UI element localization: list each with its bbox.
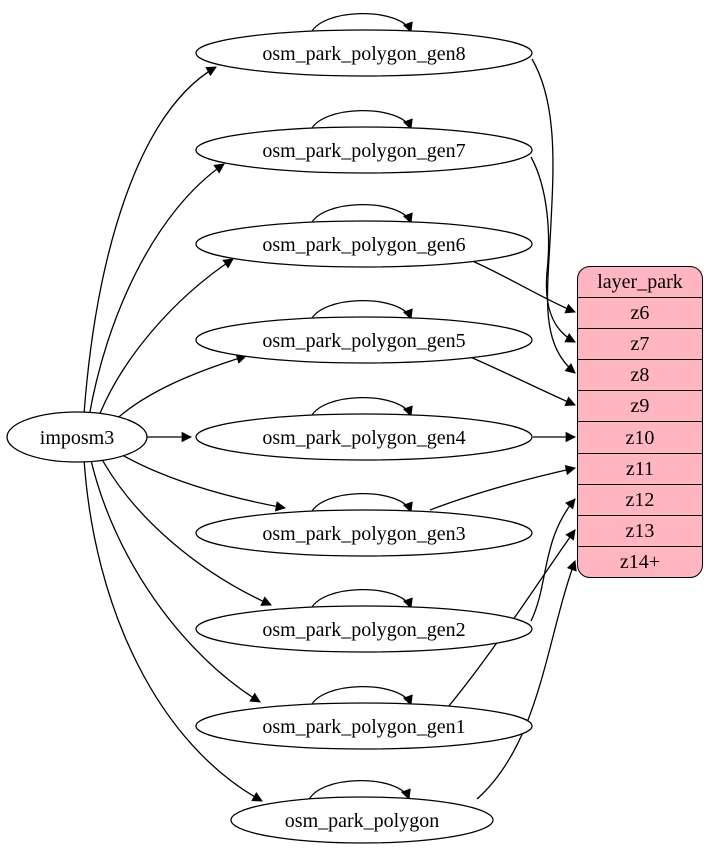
node-gen1-shape <box>195 702 533 750</box>
layer-park-row-z13: z13 <box>578 514 702 546</box>
node-gen2-label: osm_park_polygon_gen2 <box>262 619 465 641</box>
node-gen5-label: osm_park_polygon_gen5 <box>262 330 465 352</box>
self-loop-polygon <box>307 779 411 803</box>
node-imposm3-label: imposm3 <box>40 427 114 449</box>
node-polygon-label: osm_park_polygon <box>285 810 439 832</box>
self-loop-gen6 <box>309 203 413 227</box>
layer-park-table: layer_park z6 z7 z8 z9 z10 z11 z12 z13 z… <box>577 266 703 578</box>
node-gen7-shape <box>195 126 533 174</box>
layer-park-row-z14: z14+ <box>578 545 702 577</box>
node-gen4-label: osm_park_polygon_gen4 <box>262 427 465 449</box>
self-loop-gen1 <box>309 685 413 709</box>
self-loop-edges <box>307 12 413 803</box>
edge-imposm3-gen8 <box>83 66 217 415</box>
self-loop-gen3 <box>309 492 413 516</box>
edge-imposm3-polygon <box>83 458 263 802</box>
node-gen8-label: osm_park_polygon_gen8 <box>262 43 465 65</box>
node-gen3-label: osm_park_polygon_gen3 <box>262 523 465 545</box>
edge-imposm3-gen1 <box>89 455 261 703</box>
node-polygon-shape <box>230 796 494 844</box>
edge-gen6-z6 <box>469 259 576 314</box>
edges-to-layer <box>429 58 577 800</box>
node-gen5-shape <box>195 316 533 364</box>
edge-polygon-z14 <box>476 560 577 800</box>
self-loop-gen5 <box>309 299 413 323</box>
node-gen4-shape <box>195 413 533 461</box>
layer-park-row-z12: z12 <box>578 483 702 515</box>
edge-imposm3-gen2 <box>97 451 272 606</box>
node-imposm3-shape <box>6 411 148 463</box>
self-loop-gen2 <box>309 588 413 612</box>
self-loop-gen8 <box>309 12 413 36</box>
layer-park-row-z7: z7 <box>578 328 702 359</box>
layer-park-row-z6: z6 <box>578 297 702 328</box>
node-gen1-label: osm_park_polygon_gen1 <box>262 716 465 738</box>
layer-park-row-z9: z9 <box>578 390 702 421</box>
node-gen3-shape <box>195 509 533 557</box>
edges-from-source <box>83 66 287 802</box>
edge-gen7-z7 <box>530 156 576 343</box>
edge-imposm3-gen7 <box>88 163 225 418</box>
layer-park-title: layer_park <box>597 271 683 294</box>
self-loop-gen4 <box>309 396 413 420</box>
edge-imposm3-gen3 <box>108 446 287 512</box>
node-gen7-label: osm_park_polygon_gen7 <box>262 140 465 162</box>
node-gen2-shape <box>195 605 533 653</box>
edge-gen5-z9 <box>467 355 576 407</box>
layer-park-row-z11: z11 <box>578 452 702 484</box>
node-gen6-shape <box>195 220 533 268</box>
self-loop-gen7 <box>309 109 413 133</box>
layer-park-row-z10: z10 <box>578 421 702 452</box>
layer-park-row-z8: z8 <box>578 359 702 390</box>
edge-gen3-z11 <box>429 464 577 511</box>
edge-imposm3-gen6 <box>96 258 234 422</box>
node-gen8-shape <box>195 29 533 77</box>
edge-gen2-z12 <box>530 498 576 622</box>
edge-gen1-z13 <box>447 529 576 708</box>
node-gen6-label: osm_park_polygon_gen6 <box>262 234 465 256</box>
nodes: imposm3 osm_park_polygon_gen8 osm_park_p… <box>6 29 533 844</box>
edge-imposm3-gen5 <box>107 353 247 428</box>
edge-gen8-z8 <box>531 58 576 374</box>
